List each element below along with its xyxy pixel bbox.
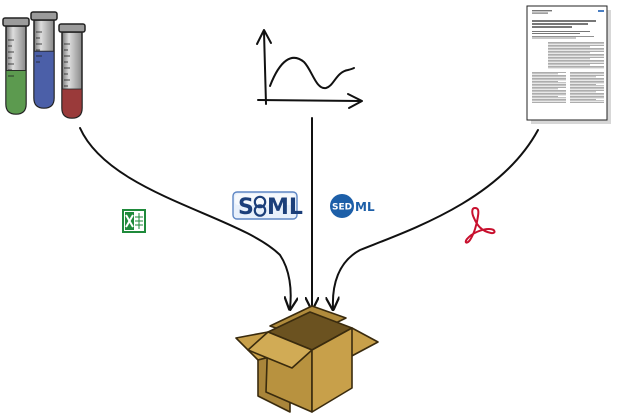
paper-text-line: [532, 97, 566, 99]
paper-text-line: [548, 66, 604, 67]
paper-text-line: [548, 60, 604, 61]
paper-text-line: [532, 81, 558, 82]
cardboard-box-icon: [235, 305, 379, 413]
paper-text-line: [570, 87, 604, 88]
plot-x-arrowhead: [347, 93, 363, 109]
paper-text-line: [532, 93, 566, 94]
paper-text-line: [532, 75, 566, 76]
sedml-logo-text-sed: SED: [332, 203, 352, 213]
paper-text-line: [570, 94, 604, 96]
sbml-logo-icon: S ML: [232, 191, 303, 220]
paper-text-line: [532, 76, 566, 78]
paper-text-line: [532, 96, 558, 97]
paper-text-line: [532, 100, 566, 102]
paper-text-line: [548, 64, 590, 66]
paper-text-line: [548, 46, 590, 48]
sbml-logo-text-s: S: [238, 195, 254, 220]
paper-text-line: [548, 58, 590, 60]
paper-text-line: [570, 82, 604, 84]
paper-text-line: [570, 102, 604, 103]
paper-text-line: [532, 85, 566, 87]
paper-text-line: [548, 54, 604, 55]
paper-text-line: [548, 51, 604, 52]
acrobat-pdf-icon: [464, 207, 496, 244]
paper-text-line: [570, 75, 604, 76]
paper-text-line: [570, 73, 604, 75]
paper-text-line: [548, 67, 604, 69]
paper-text-line: [570, 100, 604, 102]
paper-text-line: [532, 88, 558, 90]
paper-text-line: [548, 43, 604, 45]
test-tube-red: [58, 23, 86, 119]
paper-text-line: [570, 81, 604, 82]
paper-text-line: [532, 87, 566, 88]
plot-x-axis: [257, 99, 361, 102]
paper-text-line: [570, 79, 604, 81]
paper-text-line: [570, 93, 604, 94]
test-tubes-icon: [2, 11, 86, 119]
paper-text-line: [532, 82, 566, 84]
paper-text-line: [570, 76, 596, 78]
paper-text-line: [548, 57, 604, 58]
paper-text-line: [548, 52, 590, 54]
paper-text-line: [548, 48, 604, 49]
paper-text-line: [570, 72, 604, 73]
paper-text-line: [570, 78, 604, 79]
paper-text-line: [570, 99, 596, 100]
paper-text-line: [548, 45, 604, 46]
box-front-right: [311, 327, 353, 413]
arrow-from-tubes: [79, 127, 291, 308]
paper-text-line: [532, 73, 558, 75]
paper-text-line: [570, 85, 604, 87]
paper-text-line: [532, 90, 566, 91]
test-tube-blue: [30, 11, 58, 109]
plot-sketch-icon: [256, 29, 363, 109]
paper-text-line: [570, 97, 604, 99]
plot-curve: [269, 56, 355, 90]
paper-text-line: [570, 88, 604, 90]
paper-text-line: [532, 78, 566, 79]
paper-text-line: [548, 61, 604, 63]
paper-document-icon: [526, 5, 611, 124]
arrows: [79, 117, 539, 308]
paper-text-line: [570, 84, 596, 85]
paper-text-line: [570, 90, 604, 91]
paper-text-line: [532, 84, 566, 85]
paper-text-line: [532, 91, 566, 93]
paper-text-line: [532, 99, 566, 100]
paper-text-line: [548, 42, 604, 43]
sedml-logo-text-ml: ML: [355, 200, 375, 214]
plot-y-axis: [263, 31, 267, 105]
paper-text-line: [548, 49, 604, 51]
paper-text-line: [532, 102, 566, 103]
paper-text-line: [548, 63, 604, 64]
sedml-logo-icon: SED ML: [330, 194, 375, 218]
arrow-from-paper: [333, 129, 539, 308]
excel-icon: [122, 209, 146, 233]
paper-text-line: [532, 72, 566, 73]
paper-text-line: [570, 91, 596, 93]
paper-text-line: [532, 94, 566, 96]
paper-text-line: [548, 55, 604, 57]
plot-y-arrowhead: [256, 29, 272, 45]
test-tube-green: [2, 17, 30, 115]
sbml-logo-text-ml: ML: [267, 195, 303, 220]
paper-text-line: [570, 96, 604, 97]
paper-text-line: [532, 79, 566, 81]
